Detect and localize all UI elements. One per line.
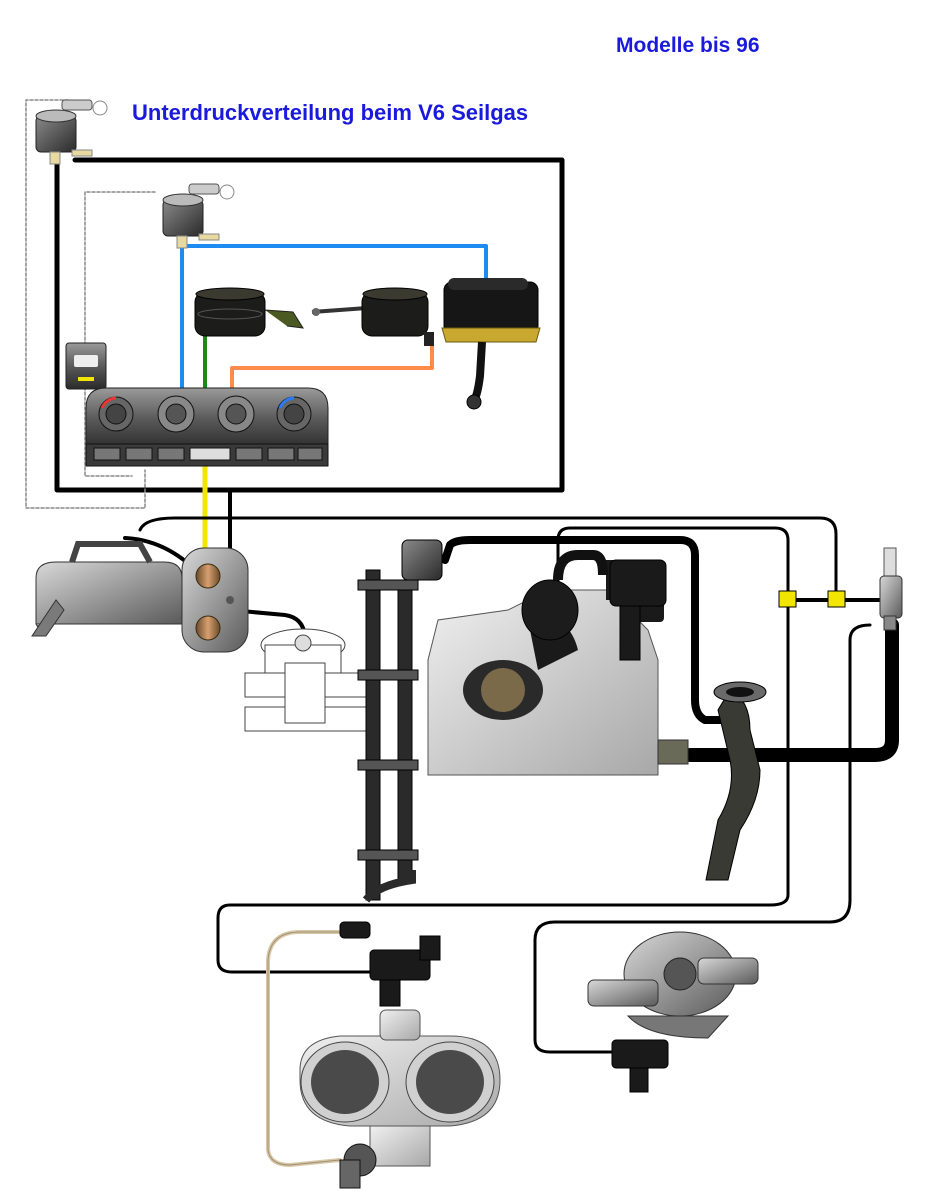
intake-tube-icon: [705, 681, 767, 881]
intake-manifold-icon: [427, 550, 689, 776]
hose-tee-connectors: [778, 590, 846, 608]
check-valve-icon: [879, 547, 903, 631]
throttle-body-icon: [299, 1009, 501, 1189]
climate-panel-icon: [85, 387, 329, 467]
hose-network: [25, 99, 899, 1167]
vacuum-actuator-icon: [194, 287, 304, 337]
solenoid-valve-icon: [35, 99, 108, 165]
vacuum-actuator-icon: [311, 287, 434, 346]
hose-black-loop: [54, 157, 565, 493]
hose-blue: [180, 244, 488, 394]
diagram-title: Unterdruckverteilung beim V6 Seilgas: [132, 100, 529, 125]
hose-dotted-outer: [25, 99, 146, 509]
hose-main-vacuum: [441, 536, 734, 724]
vacuum-tank-icon: [31, 541, 183, 637]
hose-orange: [230, 342, 434, 394]
hose-dotted-inner: [84, 191, 156, 477]
solenoid-valve-icon: [162, 183, 235, 249]
water-valve-icon: [244, 628, 368, 732]
vacuum-reservoir-icon: [441, 278, 541, 410]
secondary-air-valve-icon: [587, 931, 759, 1039]
model-label: Modelle bis 96: [616, 34, 760, 57]
heater-valve-icon: [181, 547, 249, 653]
vacuum-switch-valves: [339, 559, 669, 1093]
fuel-rail-icon: [357, 539, 443, 903]
ac-switch-icon: [65, 342, 107, 390]
